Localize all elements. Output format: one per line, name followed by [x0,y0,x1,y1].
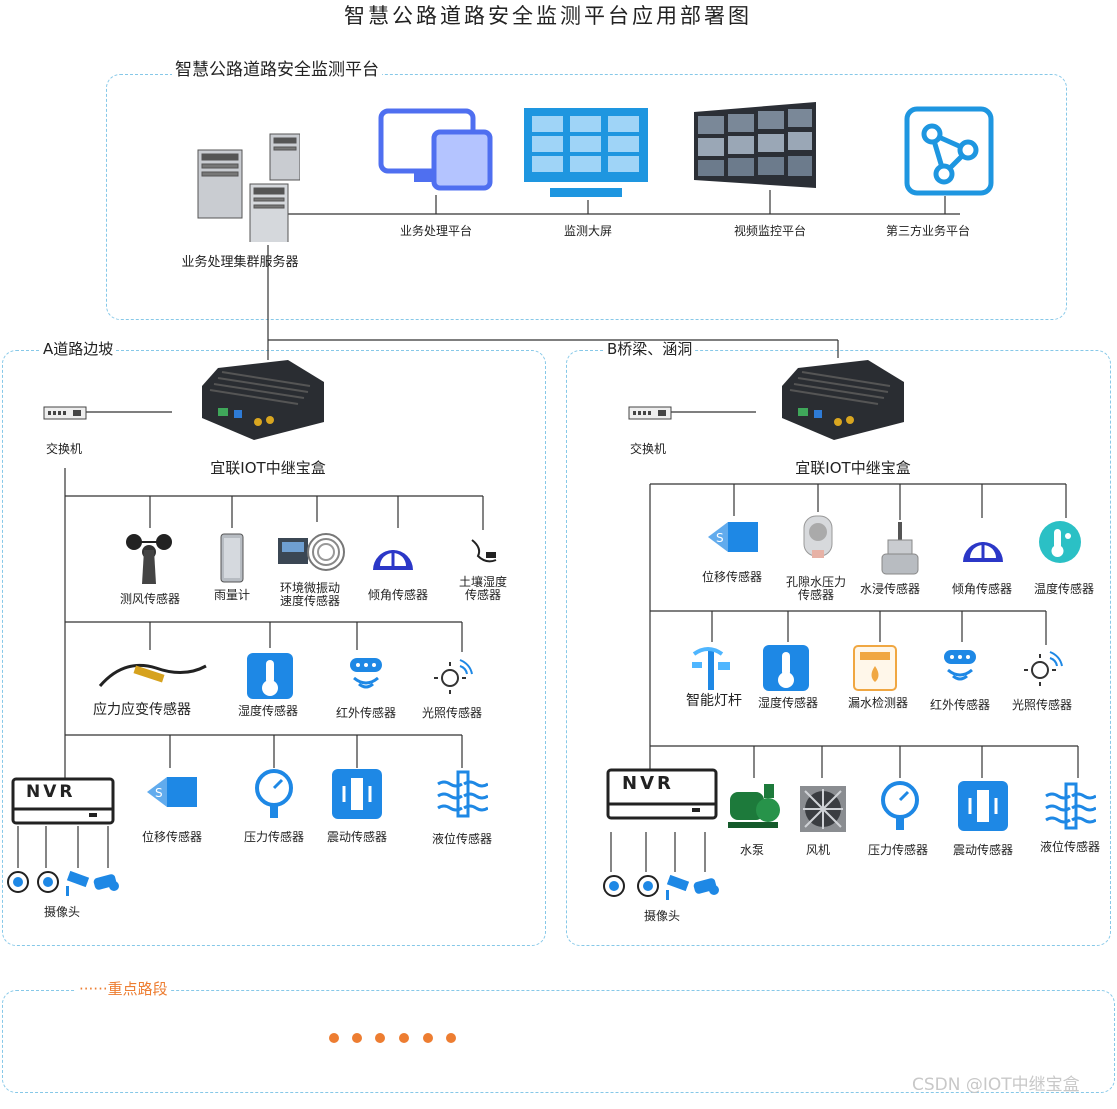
sensor-a-row2-3: 光照传感器 [421,706,483,720]
sensor-a-row2-0: 应力应变传感器 [93,702,191,718]
sensor-a-row2-1: 湿度传感器 [237,704,299,718]
sensor-b-row3-4: 液位传感器 [1039,840,1101,854]
displacement-sensor-icon-b: S [708,522,758,552]
app-label-video: 视频监控平台 [733,224,807,238]
page-title: 智慧公路道路安全监测平台应用部署图 [344,4,752,28]
sensor-b-row3-3: 震动传感器 [952,843,1014,857]
vibration-velocity-sensor-icon [278,533,345,571]
server-cluster-icon [197,133,300,242]
sensor-b-row2-3: 红外传感器 [929,698,991,712]
temperature-sensor-icon [1039,521,1081,563]
app-label-third-party: 第三方业务平台 [885,224,971,238]
sensor-b-row2-2: 漏水检测器 [847,696,909,710]
switch-label-b: 交换机 [629,442,667,456]
svg-text:S: S [716,531,724,545]
platform-label: 智慧公路道路安全监测平台 [172,62,382,79]
server-label: 业务处理集群服务器 [181,255,299,270]
sensor-b-row2-1: 湿度传感器 [757,696,819,710]
sensor-a-row3-1: 压力传感器 [243,830,305,844]
app-label-screen: 监测大屏 [563,224,613,238]
svg-text:S: S [155,786,163,800]
sensor-b-row1-2: 水浸传感器 [859,582,921,596]
humidity-sensor-icon [247,653,293,699]
sensor-b-row2-0: 智能灯杆 [686,693,742,709]
infrared-sensor-icon [350,658,382,689]
sensor-b-row3-1: 风机 [805,843,831,857]
sensor-a-row1-3: 倾角传感器 [367,588,429,602]
fan-icon [800,786,846,832]
monitor-wall-icon [524,108,648,197]
pressure-gauge-icon-b [881,781,919,830]
pore-pressure-sensor-icon [803,515,833,558]
water-immersion-sensor-icon [881,522,919,575]
nvr-icon-b [606,768,718,820]
water-pump-icon [728,784,780,828]
sensor-a-row3-3: 液位传感器 [431,832,493,846]
vibration-sensor-icon [332,769,382,819]
sensor-b-row2-4: 光照传感器 [1011,698,1073,712]
soil-moisture-sensor-icon [471,539,497,563]
sensor-a-row3-2: 震动传感器 [326,830,388,844]
vibration-sensor-icon-b [958,781,1008,831]
video-wall-icon [694,102,816,188]
light-sensor-icon [434,659,473,694]
section-a-box [2,350,546,946]
sensor-b-row1-1: 孔隙水压力 传感器 [785,575,847,602]
nvr-label-a: NVR [26,782,76,802]
gateway-label-b: 宜联IOT中继宝盒 [795,459,911,477]
key-section-label: ······重点路段 [76,982,171,997]
displacement-sensor-icon: S [147,777,197,807]
sensor-a-row1-1: 雨量计 [213,588,251,602]
watermark: CSDN @IOT中继宝盒 [912,1075,1080,1095]
gateway-label-a: 宜联IOT中继宝盒 [210,459,326,477]
camera-icons [7,870,119,896]
sensor-b-row3-2: 压力传感器 [867,843,929,857]
tilt-sensor-icon-b [963,542,1003,562]
sensor-a-row1-2: 环境微振动 速度传感器 [279,581,341,608]
sensor-b-row1-4: 温度传感器 [1033,582,1095,596]
pressure-gauge-icon [255,769,293,818]
rain-gauge-icon [220,533,244,583]
camera-icons-b [603,874,719,900]
business-platform-icon [378,108,493,191]
infrared-sensor-icon-b [944,650,976,681]
strain-gauge-icon [98,663,207,687]
app-label-business: 业务处理平台 [399,224,473,238]
light-sensor-icon-b [1024,651,1063,686]
nvr-label-b: NVR [622,773,674,794]
third-party-share-icon [904,106,994,196]
sensor-a-row2-2: 红外传感器 [335,706,397,720]
gateway-box-icon [202,360,324,440]
tilt-sensor-icon [373,550,413,570]
sensor-b-row3-0: 水泵 [739,843,765,857]
sensor-a-row1-4: 土壤湿度 传感器 [458,575,508,602]
ellipsis-dots [329,1033,456,1043]
section-a-label: A道路边坡 [40,342,117,357]
smart-lamp-pole-icon [692,647,730,690]
nvr-icon [11,777,115,825]
liquid-level-sensor-icon-b [1045,782,1096,830]
camera-label-a: 摄像头 [43,905,81,919]
sensor-b-row1-0: 位移传感器 [701,570,763,584]
anemometer-icon [126,534,172,584]
sensor-a-row1-0: 测风传感器 [119,592,181,606]
humidity-sensor-icon-b [763,645,809,691]
switch-icon-b [628,406,672,420]
key-section-box [2,990,1115,1093]
switch-icon [43,406,87,420]
liquid-level-sensor-icon [437,770,488,818]
leak-detector-icon [853,645,897,691]
sensor-b-row1-3: 倾角传感器 [951,582,1013,596]
sensor-a-row3-0: 位移传感器 [141,830,203,844]
gateway-box-icon-b [782,360,904,440]
section-b-label: B桥梁、涵洞 [604,342,696,357]
camera-label-b: 摄像头 [643,909,681,923]
platform-box [106,74,1067,320]
switch-label-a: 交换机 [45,442,83,456]
